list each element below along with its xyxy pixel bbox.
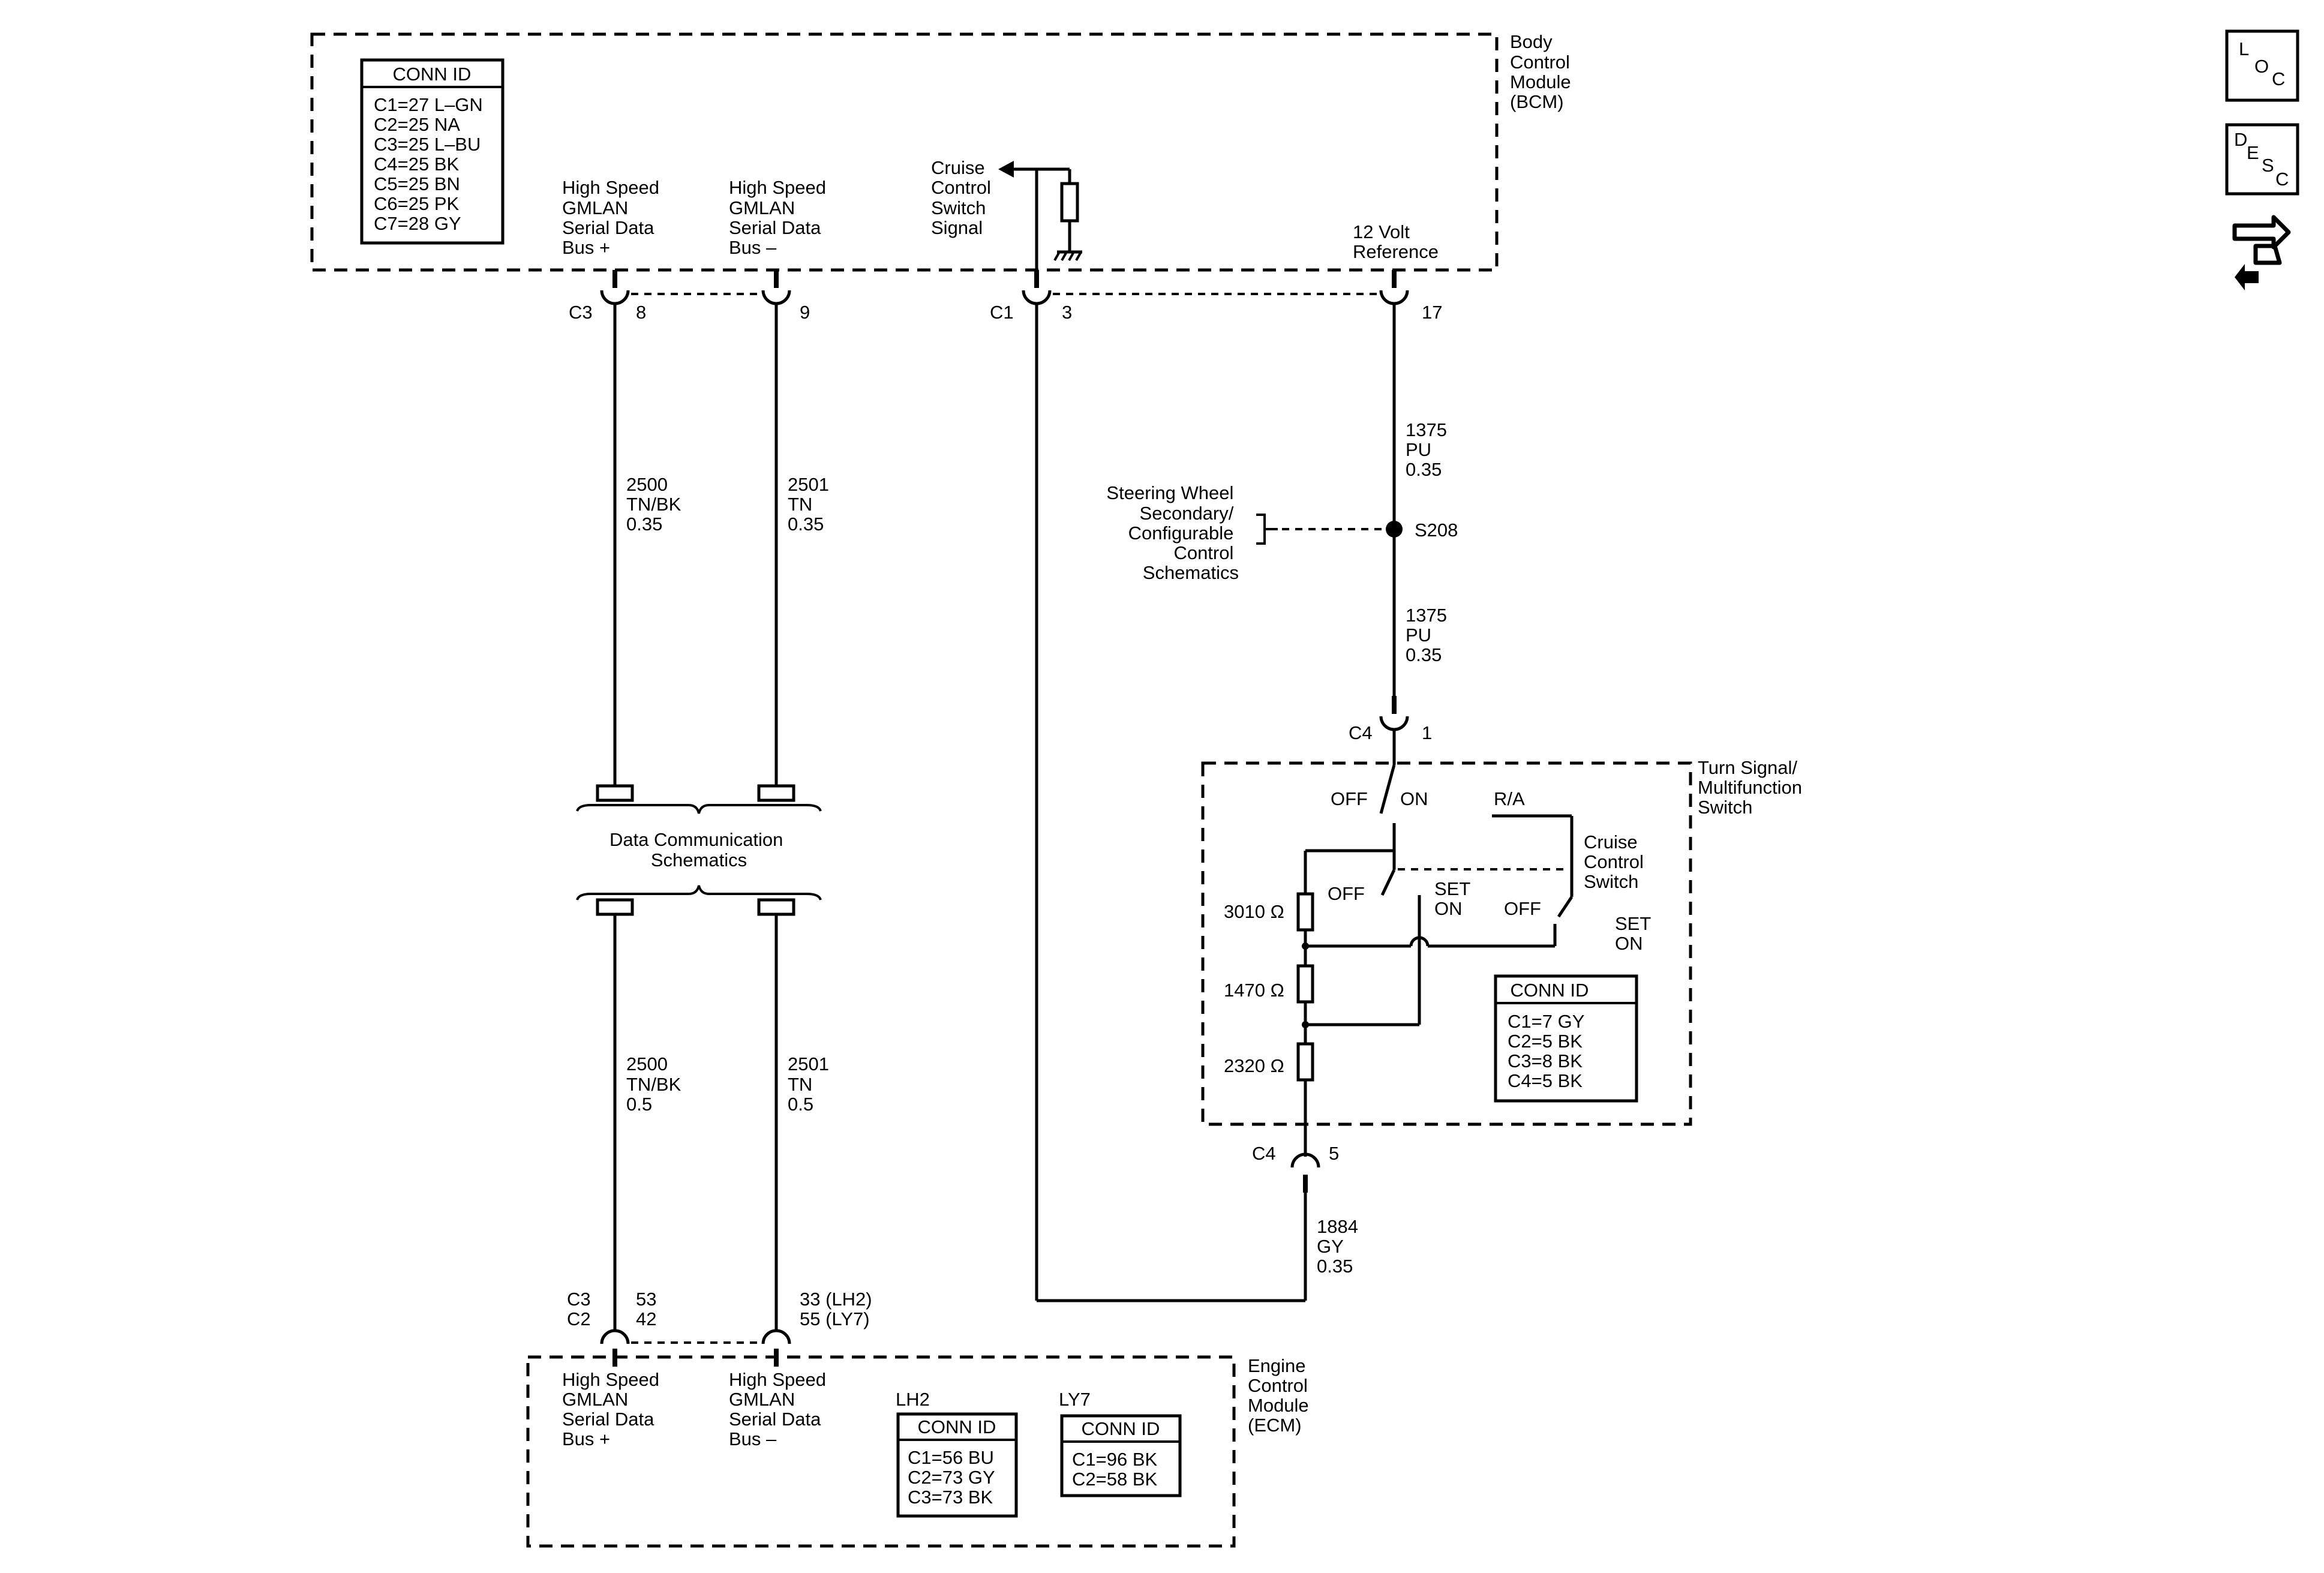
svg-text:C1=7 GY C2=5 BK C3: C1=7 GY C2=5 BK C3=8 BK C4=5 BK <box>1508 1011 1589 1091</box>
wire-2500-bottom-label: 2500 TN/BK 0.5 <box>626 1053 686 1115</box>
ecm-bus-plus-label: High Speed GMLAN Serial Data Bus + <box>562 1369 665 1449</box>
switch-set-on-label: SET ON <box>1434 878 1475 919</box>
cruise-signal-wire <box>1035 304 1307 1302</box>
wire-1884-label: 1884 GY 0.35 <box>1317 1216 1364 1277</box>
c4-bottom-label: C4 <box>1252 1143 1276 1164</box>
ly7-conn-id-table: CONN ID C1=96 BK C2=58 BK <box>1060 1414 1182 1497</box>
data-comm-schematics-label[interactable]: Data Communication Schematics <box>609 829 788 870</box>
bcm-connectors <box>600 270 1409 305</box>
switch-off2-label: OFF <box>1328 883 1365 904</box>
lh2-title: LH2 <box>896 1389 930 1410</box>
svg-text:S: S <box>2262 155 2274 176</box>
c1-bcm-label: C1 <box>990 302 1014 323</box>
splice-label: S208 <box>1415 520 1458 541</box>
switch-module-outline <box>1201 761 1692 1126</box>
cruise-switch-circuit <box>1290 731 1574 1193</box>
pin-9-label: 9 <box>800 302 810 323</box>
svg-text:C1=96 BK C2=58 BK: C1=96 BK C2=58 BK <box>1072 1449 1163 1490</box>
svg-text:CONN ID: CONN ID <box>1082 1418 1160 1439</box>
lh2-conn-id-table: CONN ID C1=56 BU C2=73 GY C3=73 BK <box>896 1412 1018 1518</box>
pin-17-label: 17 <box>1422 302 1442 323</box>
switch-off-label: OFF <box>1331 788 1368 809</box>
svg-text:D: D <box>2234 129 2247 150</box>
pin-8-label: 8 <box>636 302 646 323</box>
switch-ra-label: R/A <box>1494 788 1525 809</box>
switch-module-label: Turn Signal/ Multifunction Switch <box>1698 757 1807 818</box>
bcm-module-label: Body Control Module (BCM) <box>1510 31 1576 112</box>
svg-text:O: O <box>2254 56 2269 77</box>
bcm-module-outline <box>310 32 1499 272</box>
switch-conn-id-table: CONN ID C1=7 GY C2=5 BK C3=8 BK C4=5 BK <box>1494 974 1638 1103</box>
svg-text:CONN ID: CONN ID <box>1511 980 1589 1001</box>
switch-set-on2-label: SET ON <box>1615 913 1656 954</box>
bcm-conn-id-table: CONN ID C1=27 L–GN C2=25 NA C3=25 L–BU C… <box>360 58 505 245</box>
ecm-connector-ids: C3 C2 <box>567 1289 596 1329</box>
gmlan-wires <box>576 304 822 1332</box>
ecm-module-label: Engine Control Module (ECM) <box>1248 1355 1314 1436</box>
ecm-bus-minus-label: High Speed GMLAN Serial Data Bus – <box>729 1369 831 1449</box>
bcm-bus-plus-label: High Speed GMLAN Serial Data Bus + <box>562 177 665 258</box>
location-icon[interactable]: L O C <box>2225 29 2299 102</box>
wire-2501-top-label: 2501 TN 0.35 <box>788 474 834 535</box>
conn-id-header: CONN ID <box>393 64 472 85</box>
ecm-module-outline <box>526 1355 1236 1548</box>
bcm-cruise-signal-label: Cruise Control Switch Signal <box>931 157 996 238</box>
cruise-control-switch-label: Cruise Control Switch <box>1584 831 1649 892</box>
svg-text:C: C <box>2272 68 2285 89</box>
svg-text:C1=56 BU C2=73 GY: C1=56 BU C2=73 GY C3=73 BK <box>908 1447 1000 1508</box>
svg-text:E: E <box>2247 142 2259 163</box>
resistor-3010-label: 3010 Ω <box>1224 901 1284 922</box>
switch-on-label: ON <box>1400 788 1428 809</box>
conn-id-rows: C1=27 L–GN C2=25 NA C3=25 L–BU C4=25 BK … <box>374 94 488 234</box>
steering-wheel-ref-label[interactable]: Steering Wheel Secondary/ Configurable C… <box>1106 482 1239 583</box>
wire-1375-a-label: 1375 PU 0.35 <box>1406 419 1452 480</box>
switch-off3-label: OFF <box>1504 898 1541 919</box>
pin-1-label: 1 <box>1422 722 1432 743</box>
svg-text:L: L <box>2239 38 2249 59</box>
bcm-cruise-input-circuit <box>998 161 1082 273</box>
description-icon[interactable]: D E S C <box>2225 123 2299 196</box>
bcm-12v-reference-label: 12 Volt Reference <box>1353 221 1439 262</box>
pin-5-label: 5 <box>1329 1143 1339 1164</box>
c3-bcm-label: C3 <box>569 302 593 323</box>
c4-top-label: C4 <box>1349 722 1373 743</box>
ecm-pins-minus: 33 (LH2) 55 (LY7) <box>800 1289 877 1329</box>
ly7-title: LY7 <box>1059 1389 1091 1410</box>
wire-2501-bottom-label: 2501 TN 0.5 <box>788 1053 834 1115</box>
ref-wire <box>1256 304 1409 731</box>
ecm-pins-plus: 53 42 <box>636 1289 662 1329</box>
resistor-1470-label: 1470 Ω <box>1224 980 1284 1001</box>
ecm-connectors <box>600 1329 791 1367</box>
splice-s208 <box>1386 521 1403 538</box>
navigation-arrows-icon[interactable] <box>2232 215 2291 290</box>
resistor-2320-label: 2320 Ω <box>1224 1055 1284 1076</box>
pin-3-label: 3 <box>1062 302 1072 323</box>
wire-1375-b-label: 1375 PU 0.35 <box>1406 605 1452 665</box>
svg-text:CONN ID: CONN ID <box>918 1416 996 1437</box>
wire-2500-top-label: 2500 TN/BK 0.35 <box>626 474 686 535</box>
bcm-bus-minus-label: High Speed GMLAN Serial Data Bus – <box>729 177 831 258</box>
svg-text:C: C <box>2275 169 2289 190</box>
